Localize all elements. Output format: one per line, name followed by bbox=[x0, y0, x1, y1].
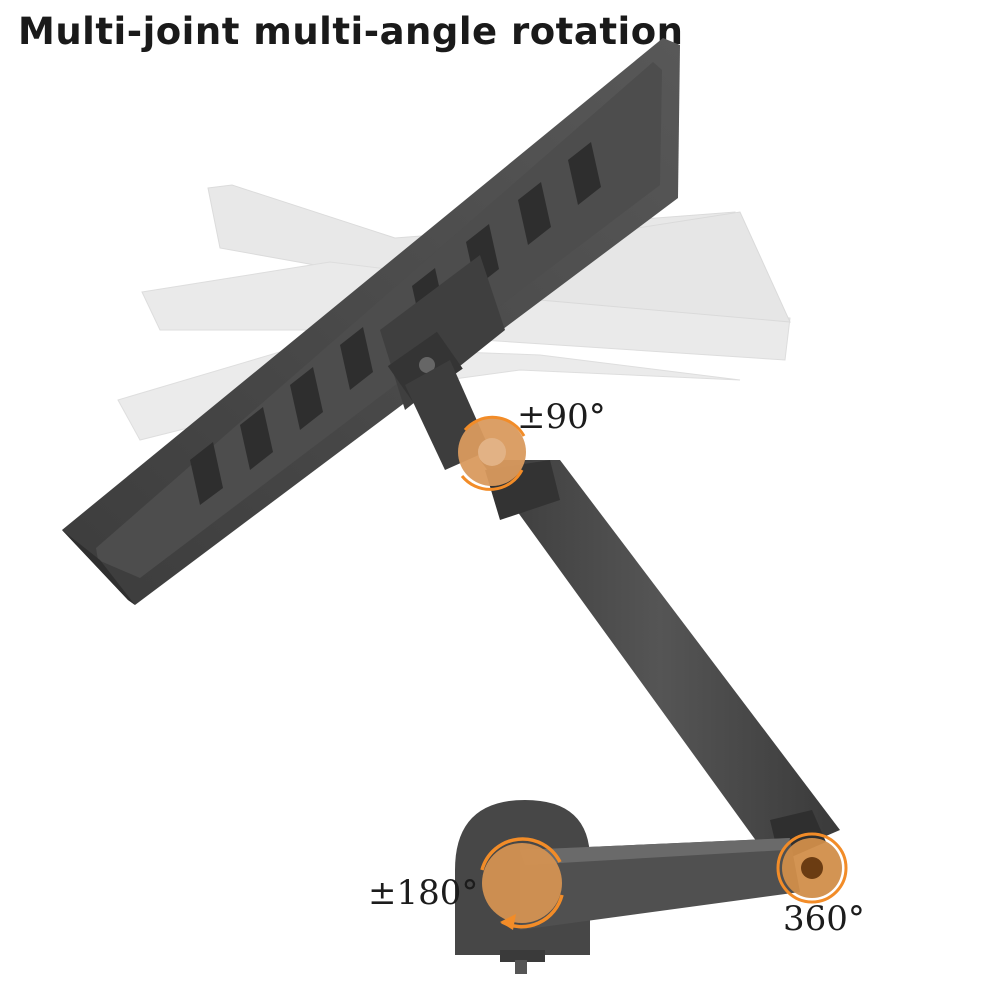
lower-arm bbox=[520, 838, 800, 930]
monitor-panel bbox=[62, 38, 680, 605]
joint-tilt bbox=[458, 415, 526, 491]
joint-swivel bbox=[480, 837, 564, 930]
joint-base bbox=[776, 832, 848, 904]
page-title: Multi-joint multi-angle rotation bbox=[18, 10, 684, 53]
base-rotation-label: 360° bbox=[783, 899, 865, 939]
panel-slots bbox=[190, 142, 601, 505]
swivel-angle-label: ±180° bbox=[368, 873, 479, 913]
tilt-angle-label: ±90° bbox=[517, 397, 606, 437]
